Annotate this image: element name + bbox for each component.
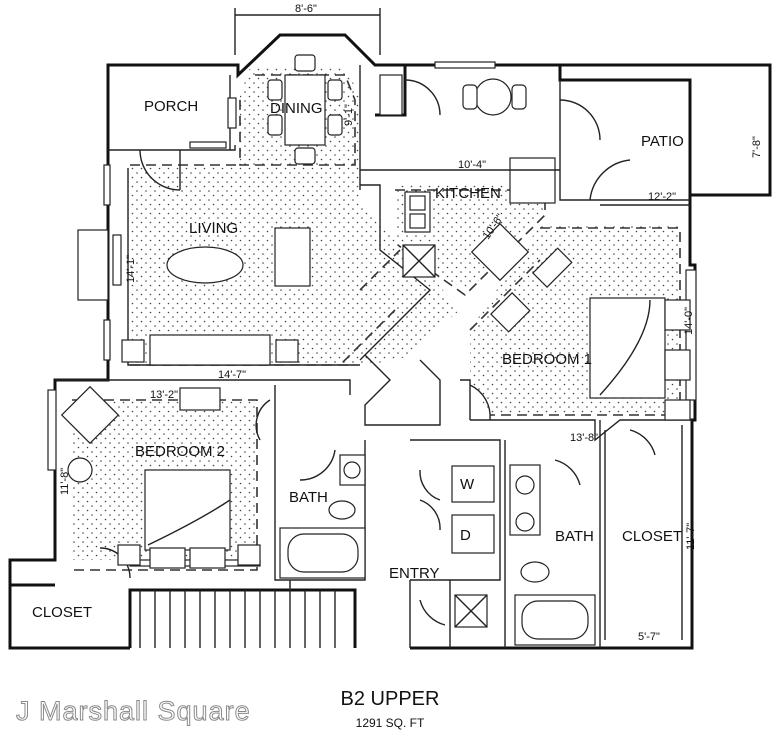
stairs [139,590,336,648]
dim-living-depth: 14'-1" [125,255,137,283]
label-closet-left: CLOSET [32,604,92,621]
label-porch: PORCH [144,98,198,115]
label-washer: W [460,476,475,493]
dim-dining-depth: 9'-1" [343,104,355,126]
dim-dining-width: 8'-6" [295,3,317,15]
dim-bedroom2-depth: 11'-8" [59,468,71,495]
windows [47,61,697,567]
plan-name: B2 UPPER [340,688,440,710]
dimension-lines [234,8,690,206]
dim-living-width: 14'-7" [218,369,246,381]
room-labels: PORCH DINING PATIO KITCHEN LIVING BEDROO… [32,98,684,621]
label-dryer: D [460,527,471,544]
dim-closet-width: 5'-7" [638,631,660,643]
label-bedroom-2: BEDROOM 2 [135,443,225,460]
dim-bedroom2-width: 13'-2" [150,389,178,401]
label-bath-left: BATH [289,489,328,506]
furniture [60,54,691,648]
dim-kitchen-width: 10'-4" [458,159,486,171]
label-entry: ENTRY [389,565,440,582]
label-bath-right: BATH [555,528,594,545]
label-kitchen: KITCHEN [435,185,501,202]
label-living: LIVING [189,220,238,237]
dimension-labels: 8'-6" 9'-1" 10'-4" 10'-6" 12'-2" 7'-8" 1… [59,3,763,643]
dim-bedroom1-depth: 14'-0" [683,307,695,335]
dim-patio-depth: 7'-8" [751,136,763,158]
dim-patio-width: 12'-2" [648,191,676,203]
label-patio: PATIO [641,133,684,150]
plan-area: 1291 SQ. FT [355,716,425,730]
label-dining: DINING [270,100,323,117]
label-bedroom-1: BEDROOM 1 [502,351,592,368]
dim-bedroom1-width: 13'-8" [570,432,598,444]
label-closet-right: CLOSET [622,528,682,545]
dim-closet-depth: 11'-7" [685,523,697,550]
brand-name: J Marshall Square [16,696,251,727]
